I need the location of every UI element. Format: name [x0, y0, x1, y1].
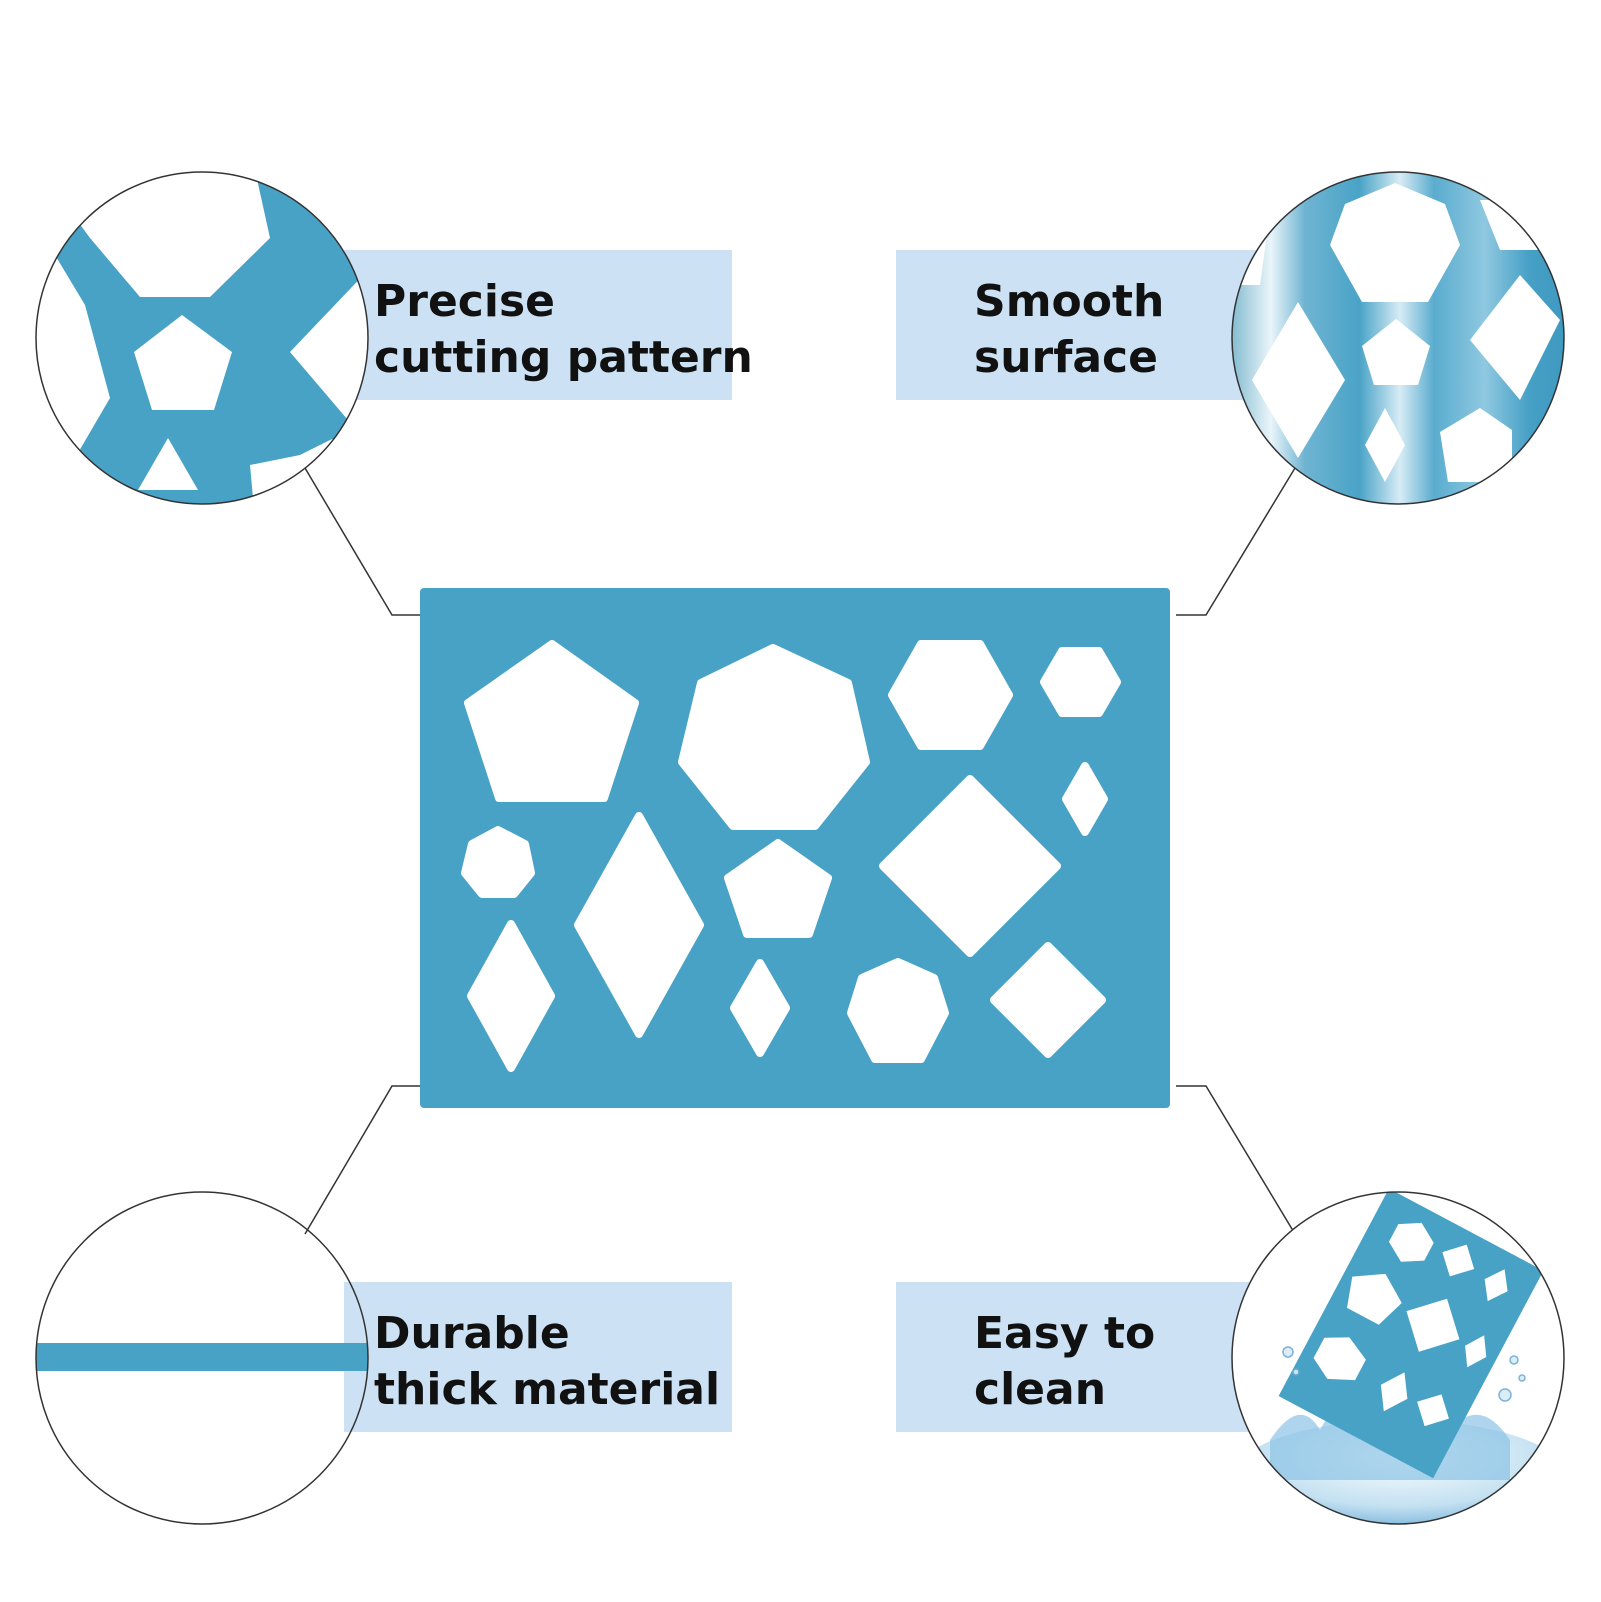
feature-label-easy-clean: Easy to clean — [896, 1282, 1256, 1432]
feature-label-smooth-surface: Smooth surface — [896, 250, 1256, 400]
zoom-thick-material-icon — [35, 1191, 369, 1525]
feature-label-precise-cutting: Precise cutting pattern — [344, 250, 753, 400]
feature-label-line: surface — [974, 332, 1158, 383]
feature-label-line: Easy to — [974, 1308, 1156, 1359]
feature-label-line: Durable — [374, 1308, 570, 1359]
zoom-water-splash-icon — [1231, 1191, 1565, 1525]
feature-label-line: Precise — [374, 276, 555, 327]
feature-label-line: cutting pattern — [374, 332, 753, 383]
feature-label-line: clean — [974, 1364, 1107, 1415]
zoom-smooth-surface-icon — [1231, 171, 1565, 505]
zoom-precise-cut-icon — [35, 171, 369, 505]
feature-label-line: thick material — [374, 1364, 721, 1415]
feature-label-line: Smooth — [974, 276, 1165, 327]
feature-label-durable-material: Durable thick material — [344, 1282, 732, 1432]
